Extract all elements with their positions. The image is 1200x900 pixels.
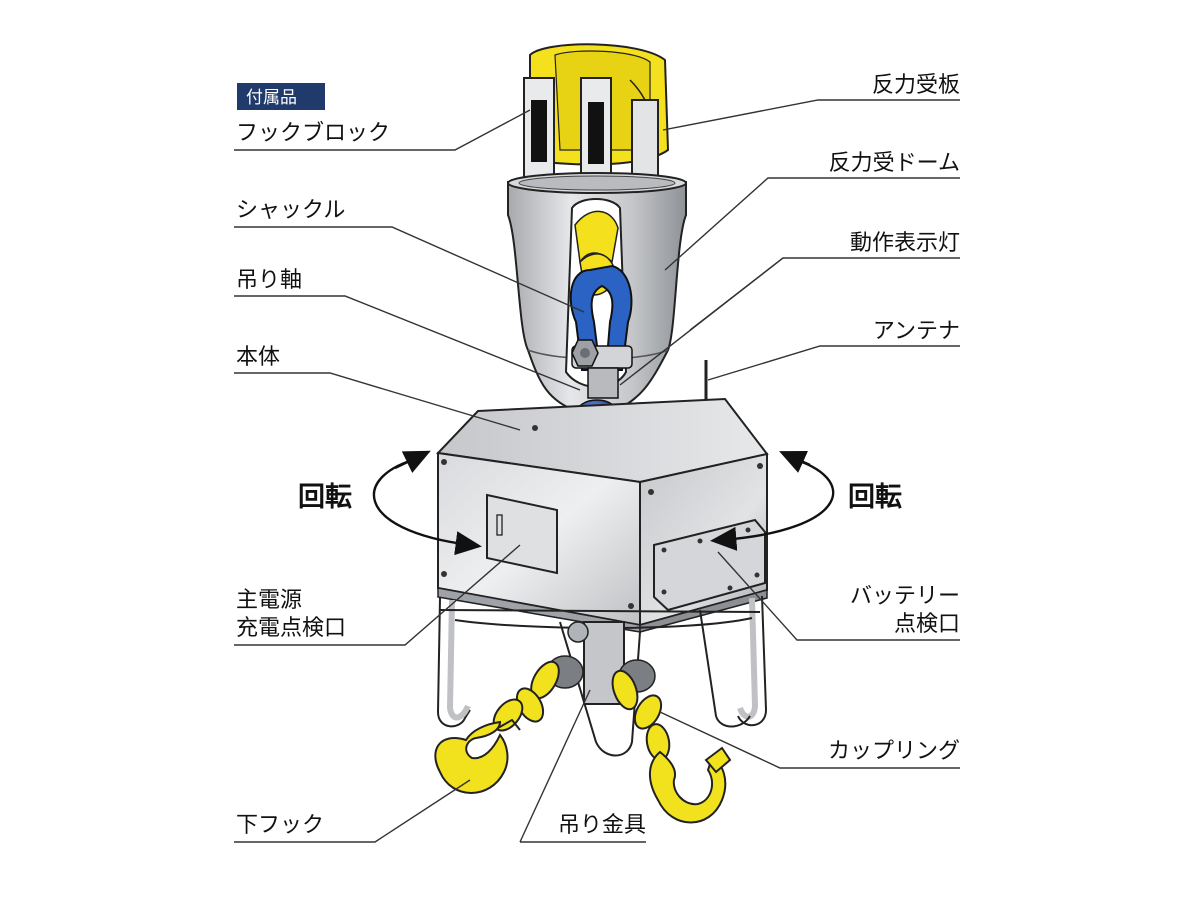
- label-hanging-fitting: 吊り金具: [558, 813, 646, 838]
- label-indicator-lamp: 動作表示灯: [850, 231, 960, 256]
- label-rotation-right: 回転: [848, 482, 902, 513]
- label-main-power-line1: 主電源: [236, 588, 302, 613]
- label-reaction-dome: 反力受ドーム: [829, 151, 960, 176]
- support-frame: [436, 595, 768, 757]
- label-battery-line2: 点検口: [894, 612, 960, 637]
- label-antenna: アンテナ: [873, 319, 960, 344]
- leader-lines: [234, 99, 960, 843]
- label-main-power-line2: 充電点検口: [236, 616, 346, 641]
- rotation-arrow-left-start: [394, 450, 431, 474]
- main-power-panel: [486, 493, 558, 575]
- lower-hook-left: [434, 718, 521, 794]
- label-reaction-plate: 反力受板: [872, 73, 960, 98]
- label-shackle: シャックル: [236, 198, 345, 223]
- rotation-arrow-right-start: [779, 450, 811, 473]
- accessory-badge-label: 付属品: [246, 88, 297, 108]
- shackle: [569, 264, 633, 399]
- label-hanging-shaft: 吊り軸: [236, 268, 302, 293]
- label-body: 本体: [236, 345, 280, 370]
- label-hook-block: フックブロック: [236, 121, 390, 146]
- label-coupling: カップリング: [828, 739, 960, 764]
- rotation-arrow-right: [710, 456, 835, 551]
- label-rotation-left: 回転: [298, 482, 352, 513]
- lower-hook-right: [649, 746, 732, 824]
- label-battery-line1: バッテリー: [850, 584, 960, 609]
- accessory-badge: [237, 83, 325, 110]
- label-lower-hook: 下フック: [236, 813, 324, 838]
